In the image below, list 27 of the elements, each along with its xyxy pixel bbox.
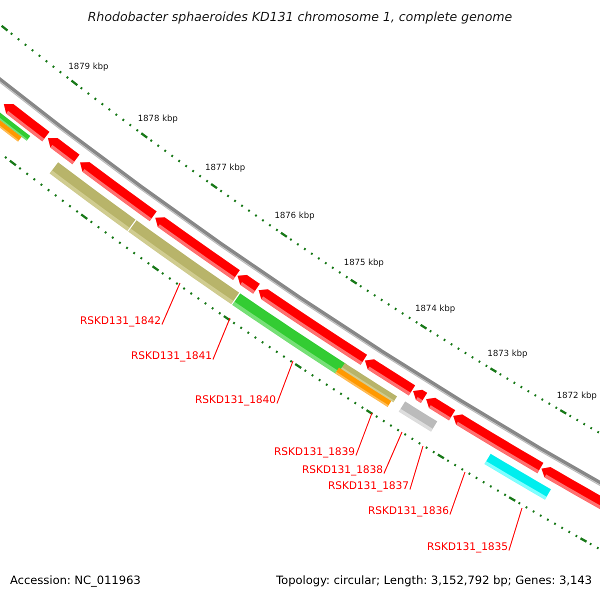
coordinate-label: 1878 kbp — [138, 115, 178, 124]
leader-line — [508, 508, 522, 551]
coordinate-label: 1873 kbp — [487, 350, 528, 359]
leader-line — [161, 282, 180, 325]
coordinate-label: 1874 kbp — [415, 305, 456, 314]
gene-label: RSKD131_1835 — [427, 542, 508, 552]
gene-label: RSKD131_1839 — [274, 447, 355, 458]
leader-line — [383, 432, 402, 474]
leader-line — [355, 412, 372, 456]
gene-label: RSKD131_1836 — [368, 506, 449, 516]
accession-text: Accession: NC_011963 — [10, 575, 141, 586]
leader-line — [449, 472, 466, 515]
coordinate-label: 1879 kbp — [68, 62, 108, 72]
gene-label: RSKD131_1841 — [131, 351, 212, 362]
diagram-title: Rhodobacter sphaeroides KD131 chromosome 1, complete genome — [86, 11, 514, 24]
gene-label: RSKD131_1837 — [328, 481, 409, 492]
coordinate-label: 1875 kbp — [344, 259, 384, 268]
leader-line — [409, 446, 424, 490]
gene-label: RSKD131_1838 — [302, 465, 383, 476]
coordinate-label: 1872 kbp — [556, 392, 597, 400]
leader-line — [276, 360, 294, 404]
leader-line — [212, 318, 230, 360]
gene-label: RSKD131_1840 — [195, 395, 276, 406]
coordinate-label: 1877 kbp — [205, 164, 246, 172]
genome-summary-text: Topology: circular; Length: 3,152,792 bp; Genes: 3,143 — [276, 575, 592, 586]
coordinate-label: 1876 kbp — [274, 212, 314, 221]
gene-label: RSKD131_1842 — [80, 316, 161, 326]
